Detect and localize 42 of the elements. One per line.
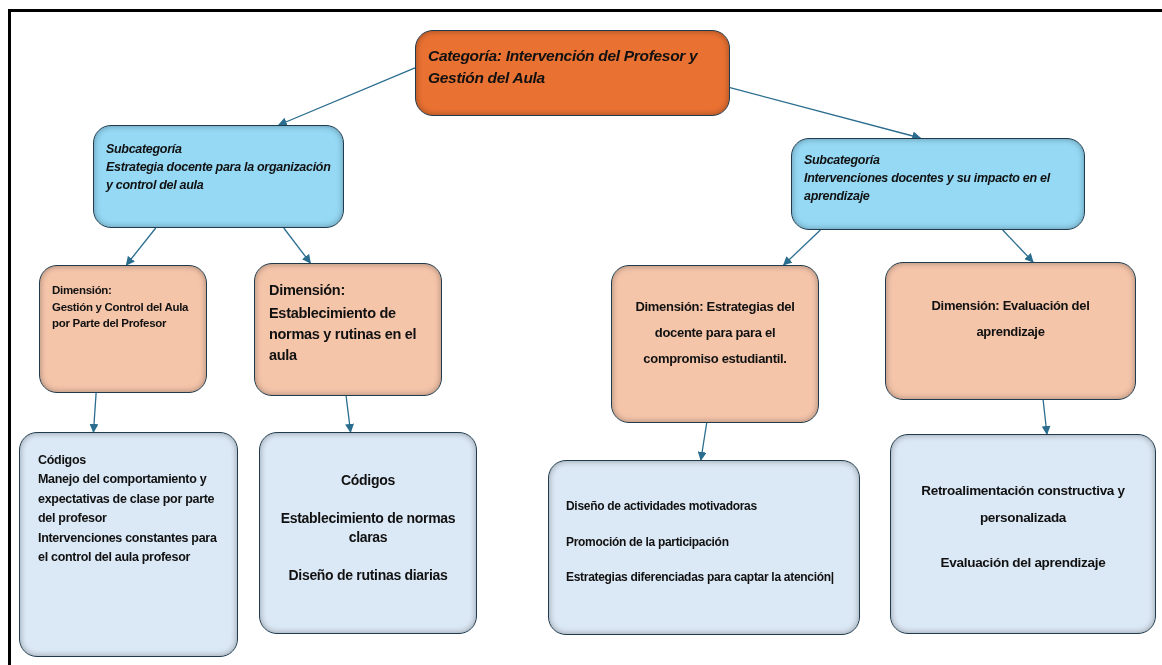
box-heading: Códigos bbox=[340, 471, 396, 490]
dimension-box bbox=[254, 263, 442, 396]
arrow bbox=[89, 392, 99, 433]
box-text: Evaluación del aprendizaje bbox=[939, 554, 1107, 572]
codes-box bbox=[890, 434, 1156, 634]
arrow bbox=[1002, 229, 1034, 263]
box-text: Diseño de rutinas diarias bbox=[287, 565, 449, 585]
codes-box bbox=[548, 460, 860, 635]
box-text: Retroalimentación constructiva y personalizada bbox=[920, 482, 1126, 527]
box-text: Manejo del comportamiento y expectativas de clase por parte del profesor bbox=[38, 471, 216, 528]
box-text: Diseño de actividades motivadoras bbox=[566, 499, 758, 515]
box-text: Categoría: Intervención del Profesor y Gestión del Aula bbox=[428, 46, 699, 89]
dimension-box bbox=[885, 262, 1136, 400]
codes-box bbox=[19, 432, 238, 657]
arrow bbox=[277, 67, 416, 126]
box-heading: Dimensión: bbox=[52, 283, 113, 298]
box-heading: Códigos bbox=[38, 452, 87, 469]
arrow bbox=[125, 227, 157, 266]
arrow bbox=[697, 422, 708, 461]
box-text: Establecimiento de normas claras bbox=[279, 508, 457, 548]
box-text: Intervenciones constantes para el control del aula profesor bbox=[38, 529, 218, 566]
box-heading: Subcategoría bbox=[804, 152, 881, 169]
dimension-box bbox=[611, 265, 819, 423]
codes-box bbox=[259, 432, 477, 634]
box-text: Establecimiento de normas y rutinas en el aula bbox=[269, 304, 418, 366]
category-box bbox=[415, 30, 730, 116]
box-heading: Dimensión: bbox=[269, 281, 346, 300]
arrow bbox=[345, 395, 355, 433]
box-heading: Subcategoría bbox=[106, 141, 183, 158]
box-text: Dimensión: Evaluación del aprendizaje bbox=[930, 297, 1091, 341]
box-text: Estrategias diferenciadas para captar la atención| bbox=[566, 570, 835, 586]
subcategory-box bbox=[93, 125, 344, 228]
arrow bbox=[783, 229, 822, 266]
box-text: Intervenciones docentes y su impacto en el aprendizaje bbox=[804, 170, 1052, 206]
subcategory-box bbox=[791, 138, 1085, 230]
arrow bbox=[1041, 399, 1051, 435]
dimension-box bbox=[39, 265, 207, 393]
box-text: Estrategia docente para la organización y control del aula bbox=[106, 159, 331, 195]
box-text: Gestión y Control del Aula por Parte del Profesor bbox=[52, 299, 190, 332]
arrow bbox=[283, 227, 312, 264]
box-text: Dimensión: Estrategias del docente para para el compromiso estudiantil. bbox=[634, 298, 796, 368]
box-text: Promoción de la participación bbox=[566, 534, 730, 551]
